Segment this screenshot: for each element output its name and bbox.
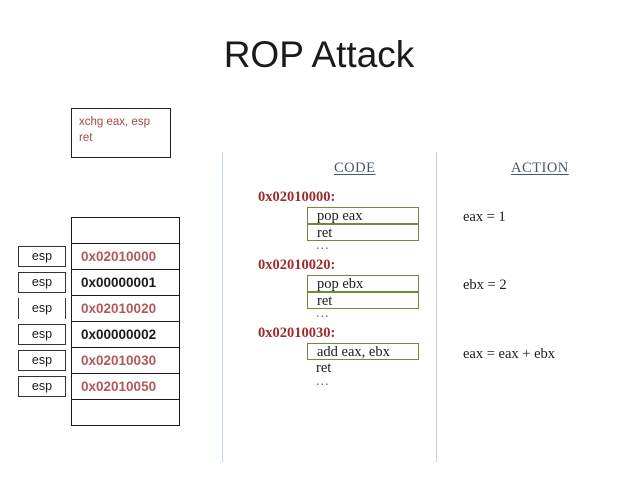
column-divider-right bbox=[436, 152, 437, 462]
action-item: eax = 1 bbox=[463, 209, 506, 225]
code-instruction: pop ebx bbox=[307, 275, 419, 292]
stack-row bbox=[72, 218, 179, 244]
code-ellipsis: ... bbox=[316, 238, 330, 253]
stack-row bbox=[72, 400, 179, 426]
code-address: 0x02010030: bbox=[258, 325, 336, 341]
code-instruction: pop eax bbox=[307, 207, 419, 224]
stack-row: 0x02010030 bbox=[72, 348, 179, 374]
esp-pointer-label: esp bbox=[18, 376, 66, 397]
stack-row: 0x02010000 bbox=[72, 244, 179, 270]
code-instruction: ret bbox=[307, 224, 419, 241]
action-item: eax = eax + ebx bbox=[463, 346, 556, 362]
esp-pointer-label: esp bbox=[18, 350, 66, 371]
code-address: 0x02010000: bbox=[258, 189, 336, 205]
esp-pointer-label: esp bbox=[18, 272, 66, 293]
code-column-header: CODE bbox=[334, 160, 376, 176]
code-address: 0x02010020: bbox=[258, 257, 336, 273]
code-instruction: add eax, ebx bbox=[307, 343, 419, 360]
column-divider-left bbox=[222, 152, 223, 462]
gadget-line: ret bbox=[79, 132, 93, 144]
stack-row: 0x00000001 bbox=[72, 270, 179, 296]
esp-pointer-label: esp bbox=[18, 324, 66, 345]
stack-row: 0x02010050 bbox=[72, 374, 179, 400]
stack-row: 0x02010020 bbox=[72, 296, 179, 322]
stack-row: 0x00000002 bbox=[72, 322, 179, 348]
gadget-callout-box: xchg eax, esp ret bbox=[71, 108, 171, 158]
action-column-header: ACTION bbox=[511, 160, 569, 176]
code-ellipsis: ... bbox=[316, 306, 330, 321]
esp-pointer-label: esp bbox=[18, 298, 66, 319]
code-instruction: ret bbox=[316, 360, 332, 376]
page-title: ROP Attack bbox=[223, 34, 415, 75]
gadget-line: xchg eax, esp bbox=[79, 116, 150, 128]
esp-pointer-label: esp bbox=[18, 246, 66, 267]
code-instruction: ret bbox=[307, 292, 419, 309]
action-item: ebx = 2 bbox=[463, 277, 507, 293]
code-ellipsis: ... bbox=[316, 374, 330, 389]
